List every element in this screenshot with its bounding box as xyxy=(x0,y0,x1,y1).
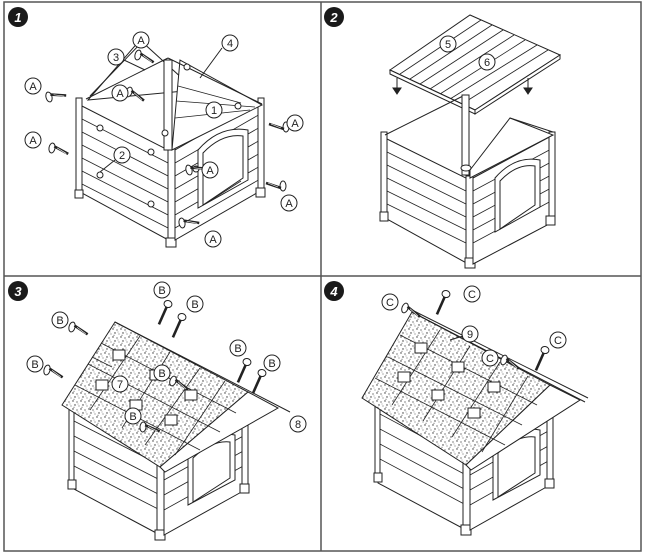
step-4-badge: 4 xyxy=(324,281,344,301)
callout-A: A xyxy=(29,135,37,147)
step-1-panel: 1 xyxy=(8,7,304,248)
step-3-panel: 3 xyxy=(8,281,307,541)
step-2-panel: 2 xyxy=(324,7,562,269)
callout-B: B xyxy=(234,343,241,355)
step-4-panel: 4 xyxy=(324,281,589,536)
callout-B: B xyxy=(158,285,165,297)
callout-A: A xyxy=(291,118,299,130)
step-2-badge: 2 xyxy=(324,7,344,27)
callout-8: 8 xyxy=(295,419,301,431)
step-4-labels: C C 9 C C xyxy=(386,289,562,365)
step-1-badge: 1 xyxy=(8,7,28,27)
callout-B: B xyxy=(191,299,198,311)
callout-3: 3 xyxy=(113,52,119,64)
callout-C: C xyxy=(486,353,494,365)
step-3-labels: B B B B B B B 7 B 8 xyxy=(31,285,301,431)
callout-C: C xyxy=(468,289,476,301)
callout-C: C xyxy=(554,335,562,347)
step-3-number: 3 xyxy=(14,284,22,299)
step-1-number: 1 xyxy=(14,10,21,25)
callout-7: 7 xyxy=(117,379,123,391)
callout-6: 6 xyxy=(484,57,490,69)
callout-B: B xyxy=(31,359,38,371)
callout-9: 9 xyxy=(467,329,473,341)
step-3-badge: 3 xyxy=(8,281,28,301)
step-1-labels: A 4 3 A A 1 A A 2 A A A xyxy=(29,35,299,246)
callout-B: B xyxy=(129,411,136,423)
callout-A: A xyxy=(209,234,217,246)
callout-A: A xyxy=(285,198,293,210)
callout-A: A xyxy=(137,35,145,47)
down-arrow-icon xyxy=(392,78,533,95)
step-4-number: 4 xyxy=(329,284,338,299)
callout-A: A xyxy=(206,165,214,177)
callout-A: A xyxy=(29,81,37,93)
callout-A: A xyxy=(116,88,124,100)
callout-B: B xyxy=(268,358,275,370)
step-2-labels: 5 6 xyxy=(445,39,490,69)
callout-B: B xyxy=(158,368,165,380)
step-2-number: 2 xyxy=(329,10,338,25)
callout-B: B xyxy=(56,315,63,327)
callout-5: 5 xyxy=(445,39,451,51)
callout-4: 4 xyxy=(227,38,233,50)
callout-1: 1 xyxy=(211,105,217,117)
callout-C: C xyxy=(386,297,394,309)
callout-2: 2 xyxy=(119,150,125,162)
